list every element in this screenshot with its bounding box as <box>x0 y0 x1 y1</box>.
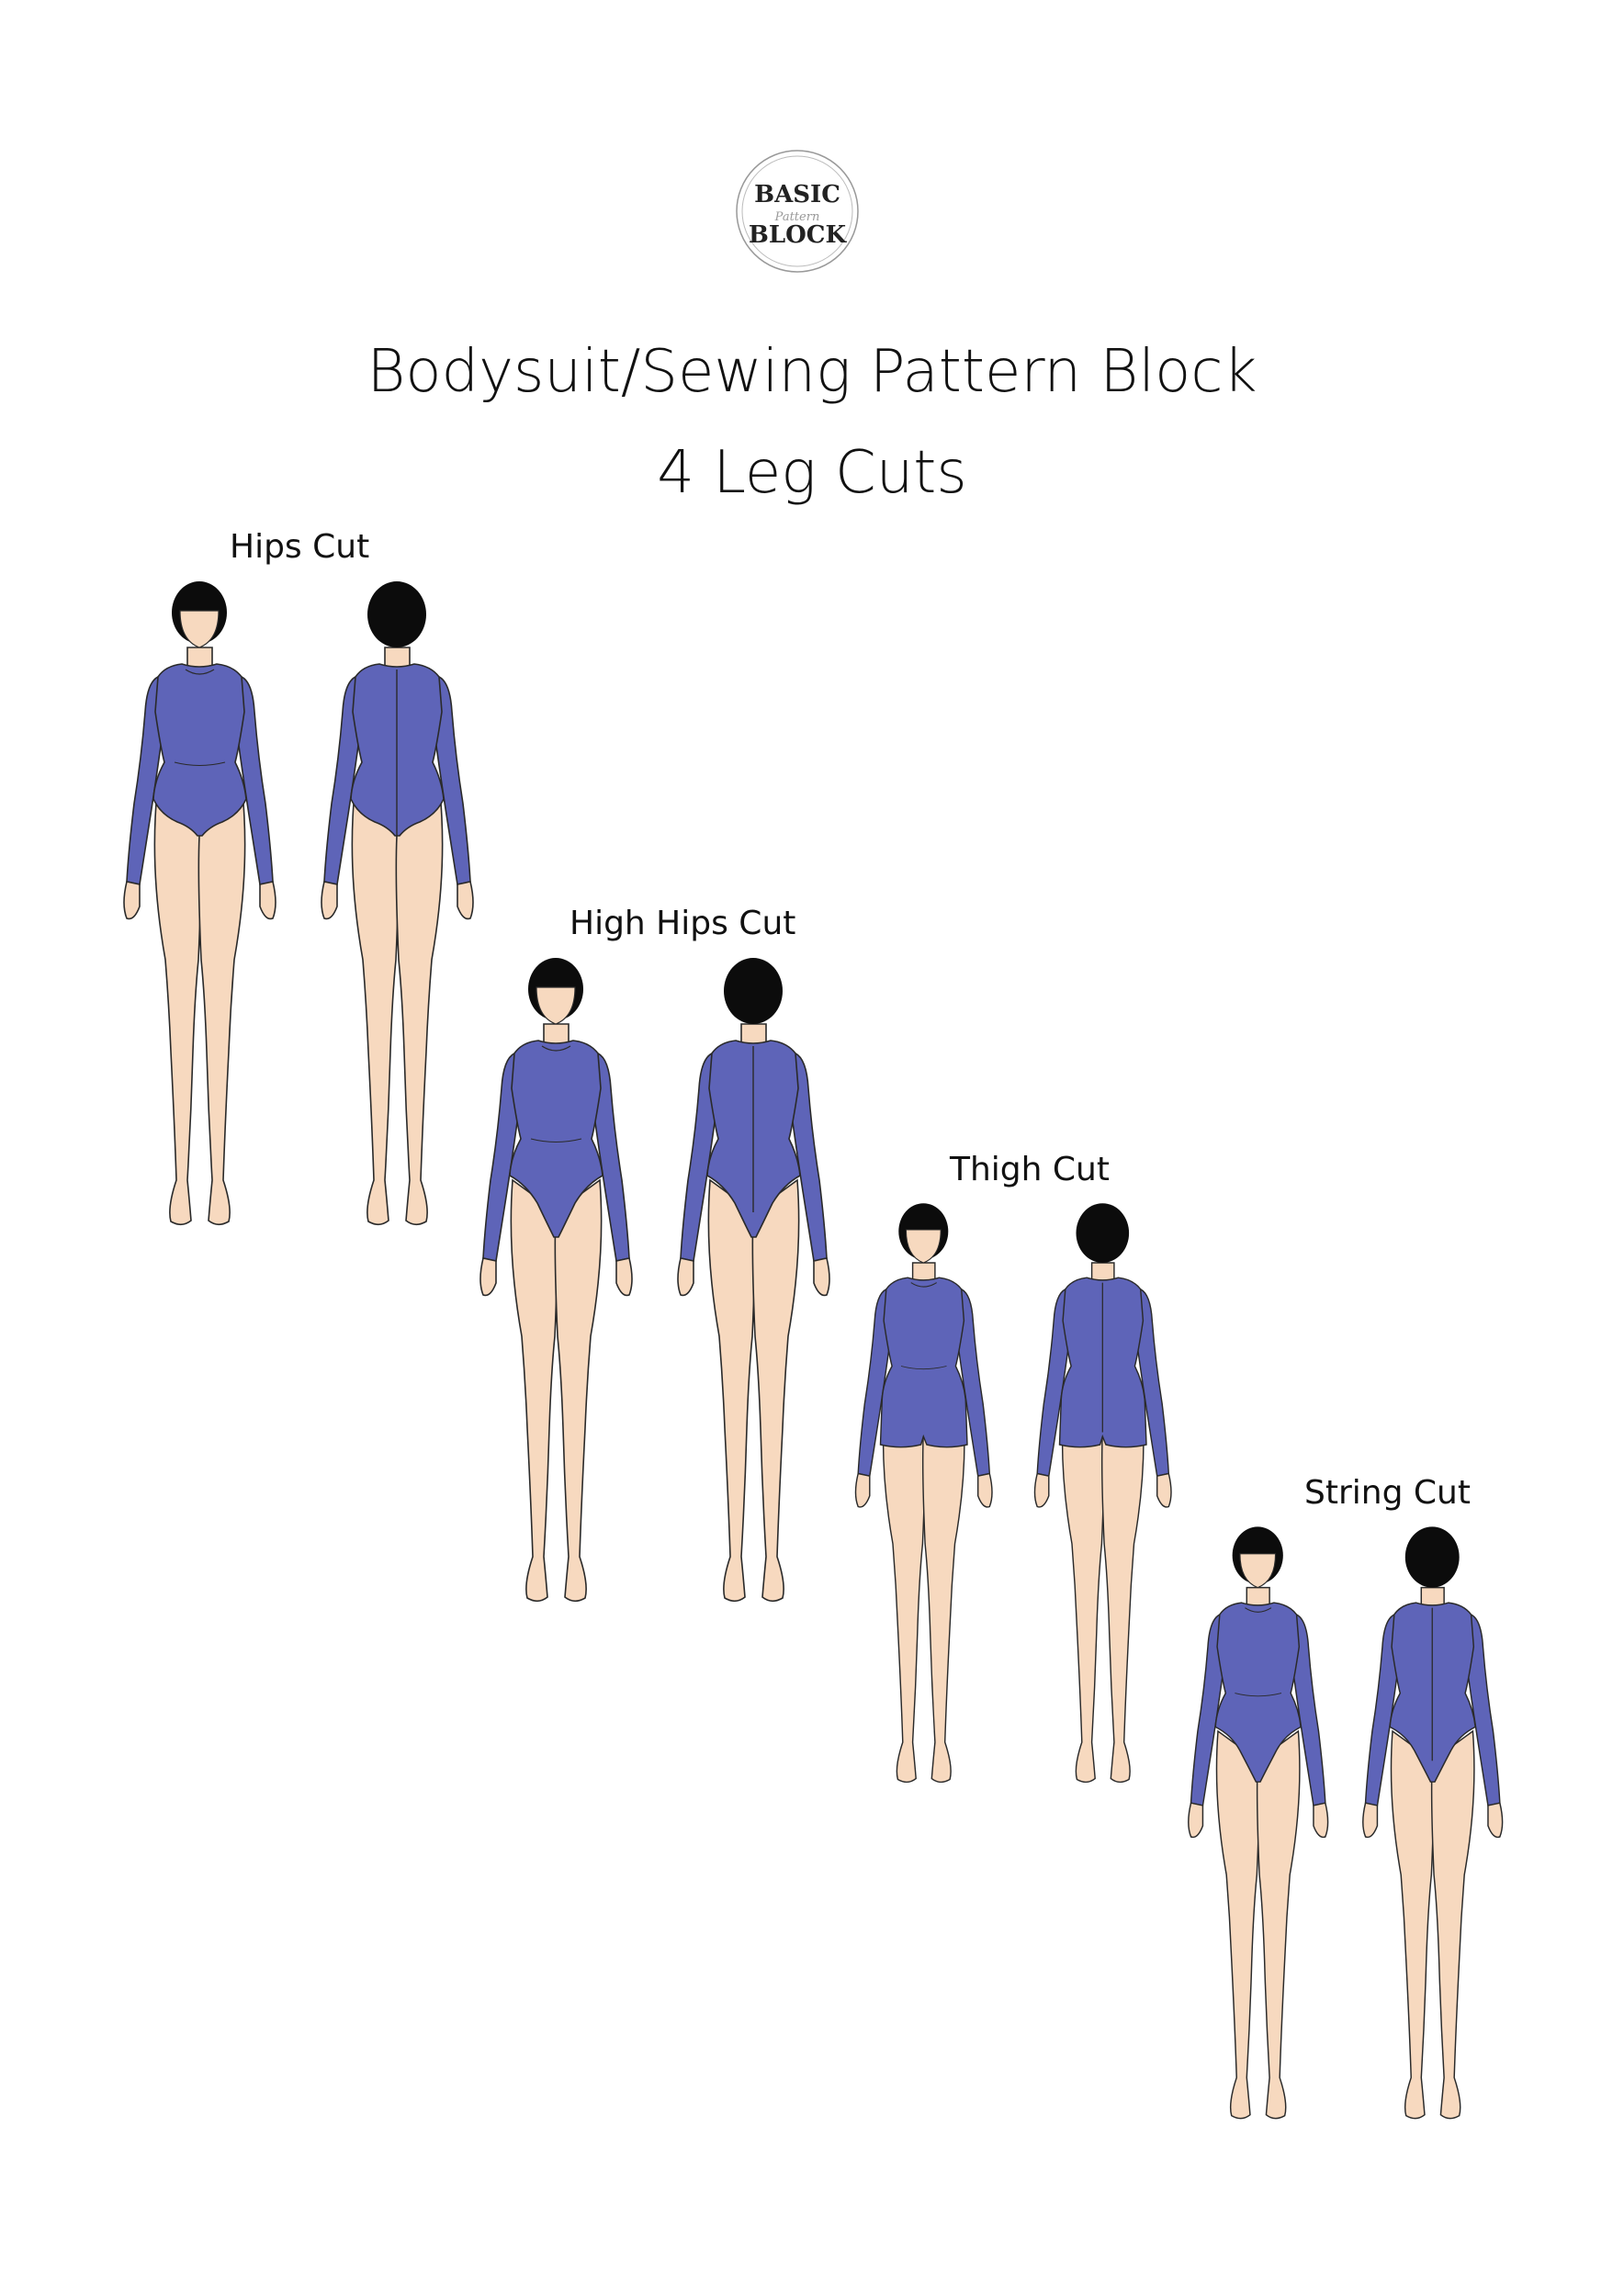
figure-front <box>1176 1520 1340 2137</box>
croquis-drawing <box>677 958 830 1603</box>
figure-front <box>467 951 646 1621</box>
legs <box>1215 1729 1301 2120</box>
logo-text-basic: BASIC <box>754 181 840 208</box>
head-back <box>1076 1203 1130 1263</box>
croquis-drawing <box>479 958 633 1603</box>
croquis-drawing <box>321 581 474 1226</box>
bodysuit <box>1214 1602 1302 1783</box>
figure-back <box>1350 1520 1515 2137</box>
head-back <box>1404 1526 1460 1588</box>
cut-label: High Hips Cut <box>570 905 796 942</box>
cut-label: Hips Cut <box>230 528 370 566</box>
figure-group-string-cut: String Cut <box>1176 1474 1543 2190</box>
legs <box>351 802 444 1226</box>
legs <box>1390 1729 1475 2120</box>
figure-group-thigh-cut: Thigh Cut <box>843 1151 1211 1867</box>
croquis-drawing <box>1188 1526 1329 2120</box>
brand-logo: BASIC Pattern BLOCK <box>733 147 862 276</box>
figure-back <box>1022 1197 1184 1800</box>
figure-group-high-hips-cut: High Hips Cut <box>467 905 834 1621</box>
logo-text-script: Pattern <box>774 210 820 224</box>
croquis-drawing <box>123 581 276 1226</box>
legs <box>153 802 246 1226</box>
legs <box>1061 1401 1145 1784</box>
logo-text-block: BLOCK <box>749 221 848 249</box>
head-back <box>367 581 426 647</box>
cut-label: String Cut <box>1304 1474 1471 1512</box>
croquis-drawing <box>854 1203 993 1784</box>
figure-group-hips-cut: Hips Cut <box>110 528 478 1244</box>
page-title: Bodysuit/Sewing Pattern Block <box>367 338 1257 406</box>
figure-front <box>843 1197 1005 1800</box>
figure-back <box>308 574 487 1244</box>
figure-back <box>664 951 843 1621</box>
bodysuit <box>152 663 247 837</box>
bodysuit <box>879 1277 968 1448</box>
figure-front <box>110 574 289 1244</box>
legs <box>707 1178 800 1603</box>
head-front <box>1232 1526 1283 1589</box>
croquis-drawing <box>1362 1526 1504 2120</box>
head-back <box>724 958 783 1024</box>
head-front <box>898 1203 949 1264</box>
legs <box>510 1178 603 1603</box>
bodysuit <box>509 1040 603 1238</box>
head-front <box>172 581 227 648</box>
cut-label: Thigh Cut <box>950 1151 1110 1188</box>
croquis-drawing <box>1033 1203 1172 1784</box>
head-front <box>528 958 583 1025</box>
page-subtitle: 4 Leg Cuts <box>657 439 967 507</box>
legs <box>882 1401 965 1784</box>
